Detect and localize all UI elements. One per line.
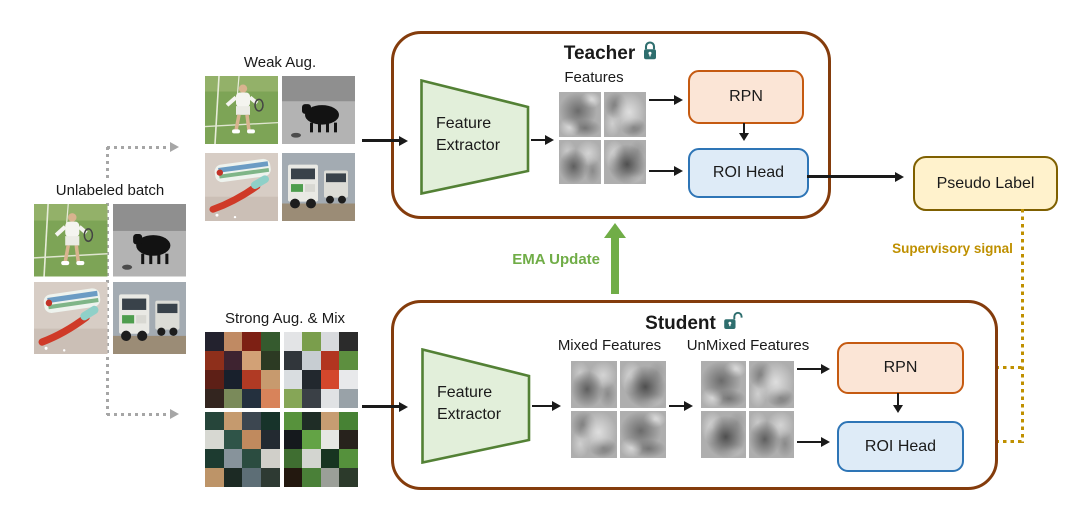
- arrow-features-to-roi: [649, 170, 679, 172]
- mixed-feature-maps: [571, 361, 666, 458]
- feature-map-tile: [701, 361, 746, 408]
- arrow-extractor-to-mixed: [532, 405, 557, 407]
- feature-map-tile: [559, 92, 601, 137]
- arrow-student-rpn-to-roi: [897, 393, 899, 410]
- strong-aug-label: Strong Aug. & Mix: [224, 310, 346, 327]
- student-roi-label: ROI Head: [864, 437, 937, 455]
- teacher-features-label: Features: [564, 69, 624, 86]
- feature-map-tile: [604, 92, 646, 137]
- teacher-feature-maps: [559, 92, 646, 184]
- unmixed-feature-maps: [701, 361, 794, 458]
- student-feature-extractor-shape: [421, 348, 531, 464]
- student-title: Student: [645, 312, 716, 334]
- feature-map-tile: [749, 411, 794, 458]
- lock-closed-icon: [642, 40, 658, 67]
- supervisory-dashed-line: [1021, 209, 1024, 443]
- feature-map-tile: [571, 411, 617, 458]
- arrow-weak-to-teacher: [362, 139, 404, 142]
- student-title-row: Student: [394, 310, 995, 337]
- arrow-features-to-rpn: [649, 99, 679, 101]
- photo-tennis-player: [34, 204, 108, 277]
- photo-trucks: [112, 281, 186, 354]
- arrow-rpn-to-roi: [743, 123, 745, 138]
- strong-aug-images: [205, 332, 358, 487]
- mosaic-image: [283, 332, 358, 408]
- photo-trucks: [282, 153, 355, 221]
- arrow-strong-to-student: [362, 405, 404, 408]
- teacher-title: Teacher: [563, 42, 636, 64]
- arrow-roi-to-pseudo: [807, 175, 900, 178]
- arrow-mixed-to-unmixed: [669, 405, 689, 407]
- dashed-arrow-to-weak: [107, 146, 175, 149]
- weak-aug-images: [205, 76, 355, 221]
- arrow-unmixed-to-rpn: [797, 368, 826, 370]
- lock-open-icon: [723, 310, 744, 337]
- mixed-features-label: Mixed Features: [557, 337, 662, 354]
- photo-toothbrush: [205, 153, 278, 221]
- ema-update-label: EMA Update: [512, 251, 600, 268]
- photo-cow: [282, 76, 355, 144]
- mosaic-image: [283, 411, 358, 487]
- unmixed-features-label: UnMixed Features: [686, 337, 810, 354]
- supervisory-arrow-to-roi: [973, 440, 1023, 443]
- teacher-feature-extractor-label: Feature Extractor: [436, 115, 501, 155]
- arrow-extractor-to-features: [531, 139, 550, 141]
- mosaic-image: [205, 411, 280, 487]
- student-roi-box: ROI Head: [837, 421, 964, 472]
- teacher-roi-label: ROI Head: [712, 164, 785, 181]
- student-rpn-box: RPN: [837, 342, 964, 394]
- feature-map-tile: [604, 139, 646, 184]
- teacher-title-row: Teacher: [394, 40, 828, 67]
- feature-map-tile: [559, 139, 601, 184]
- teacher-roi-box: ROI Head: [688, 148, 809, 198]
- teacher-feature-extractor-shape: [420, 79, 530, 195]
- feature-map-tile: [620, 411, 666, 458]
- feature-map-tile: [749, 361, 794, 408]
- weak-aug-label: Weak Aug.: [243, 54, 317, 71]
- unlabeled-batch-images: [34, 204, 186, 354]
- feature-map-tile: [701, 411, 746, 458]
- ema-arrow-head: [604, 223, 626, 238]
- student-feature-extractor-label: Feature Extractor: [437, 384, 502, 424]
- arrow-unmixed-to-roi: [797, 441, 826, 443]
- supervisory-signal-label: Supervisory signal: [892, 241, 1013, 256]
- unlabeled-batch-label: Unlabeled batch: [24, 182, 196, 199]
- dashed-arrow-to-strong: [107, 413, 175, 416]
- teacher-rpn-label: RPN: [729, 88, 763, 105]
- photo-tennis-player: [205, 76, 278, 144]
- teacher-rpn-box: RPN: [688, 70, 804, 124]
- ema-arrow: [611, 237, 619, 294]
- pseudo-label-box: Pseudo Label: [913, 156, 1058, 211]
- supervisory-arrow-to-rpn: [973, 366, 1023, 369]
- feature-map-tile: [571, 361, 617, 408]
- feature-map-tile: [620, 361, 666, 408]
- student-rpn-label: RPN: [883, 359, 918, 376]
- pseudo-label-text: Pseudo Label: [936, 174, 1035, 192]
- photo-cow: [112, 204, 186, 277]
- unlabeled-dashed-line: [106, 147, 109, 415]
- mosaic-image: [205, 332, 280, 408]
- photo-toothbrush: [34, 281, 108, 354]
